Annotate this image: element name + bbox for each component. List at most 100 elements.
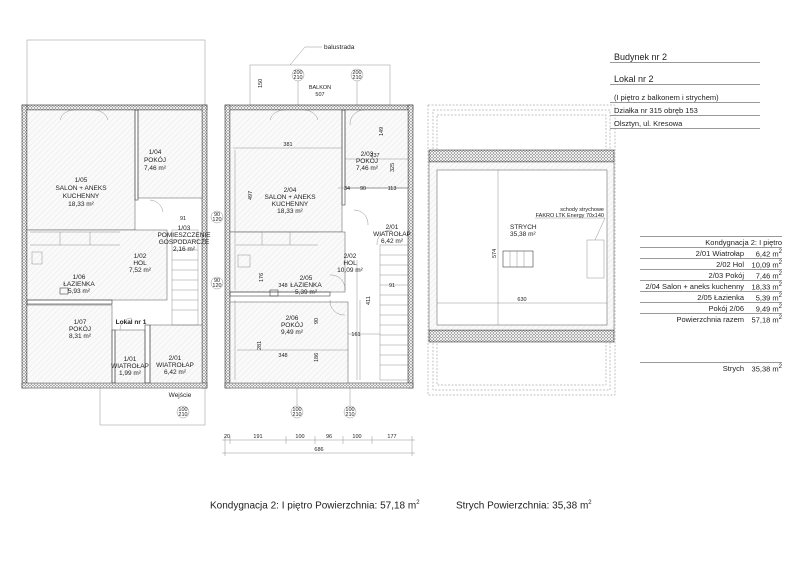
door-marker: 200 210	[291, 68, 305, 105]
room-area: 2,16 m²	[173, 246, 196, 253]
room-name: POKÓJ	[69, 324, 91, 333]
svg-text:100: 100	[292, 407, 301, 413]
room-name: SALON + ANEKS	[264, 194, 316, 201]
room-number: 1/07	[74, 319, 87, 326]
attic-plan: STRYCH 35,38 m² schody strychowe FAKRO L…	[427, 104, 616, 396]
dimension: 113	[388, 186, 397, 192]
dimension: 90	[360, 186, 366, 192]
dimension: 574	[492, 249, 498, 258]
room-area: 6,42 m²	[164, 369, 187, 376]
svg-text:210: 210	[178, 412, 187, 418]
dimension: 186	[314, 353, 320, 362]
svg-text:686: 686	[314, 447, 323, 453]
room-number: 1/01	[124, 356, 137, 363]
dimension: 161	[351, 332, 360, 338]
dimension: 281	[257, 341, 263, 350]
svg-text:90: 90	[214, 278, 220, 284]
dimension: 150	[258, 79, 264, 88]
room-name: ŁAZIENKA	[290, 282, 322, 289]
room-number: 2/01	[169, 355, 182, 362]
room-name: KUCHENNY	[63, 193, 100, 200]
room-area: 18,33 m²	[277, 208, 303, 215]
address-label: Olsztyn, ul. Kresowa	[610, 119, 760, 129]
door-marker: 200 210	[350, 68, 364, 105]
room-name: POKÓJ	[281, 320, 303, 329]
ground-floor-plan: 1/05 SALON + ANEKS KUCHENNY 18,33 m² 1/0…	[21, 39, 211, 426]
svg-text:210: 210	[345, 412, 354, 418]
table-header: Kondygnacja 2: I piętro	[640, 236, 782, 248]
window-marker: 90 120	[210, 210, 224, 224]
dimension: 630	[517, 297, 526, 303]
attic-stairs-model: FAKRO LTK Energy 70x140	[536, 213, 604, 219]
room-name: GOSPODARCZE	[159, 239, 210, 246]
room-area: 7,52 m²	[129, 267, 152, 274]
plot-label: Działka nr 315 obręb 153	[610, 106, 760, 116]
building-label: Budynek nr 2	[610, 52, 760, 63]
room-name: POKÓJ	[144, 155, 166, 164]
room-name: WIATROŁAP	[111, 363, 149, 370]
bottom-dimension-chain: 20 191 100 96 100 177 686	[222, 434, 415, 456]
svg-text:90: 90	[214, 212, 220, 218]
dimension: 91	[180, 216, 186, 222]
room-number: 1/02	[134, 253, 147, 260]
unit-description: (I piętro z balkonem i strychem)	[610, 93, 760, 103]
svg-text:177: 177	[387, 434, 396, 440]
dimension: 348	[278, 353, 287, 359]
attic-stairs-label: schody strychowe	[560, 207, 604, 213]
room-number: 2/04	[284, 187, 297, 194]
room-area: 5,39 m²	[295, 289, 318, 296]
svg-text:100: 100	[352, 434, 361, 440]
room-name: KUCHENNY	[272, 201, 309, 208]
room-name: WIATROŁAP	[373, 231, 411, 238]
room-number: 1/06	[73, 274, 86, 281]
terrace-outline	[26, 39, 206, 106]
dimension: 411	[366, 296, 372, 305]
dimension: 348	[278, 283, 287, 289]
svg-text:20: 20	[224, 434, 230, 440]
unit-label: Lokal nr 2	[610, 74, 760, 85]
svg-text:100: 100	[345, 407, 354, 413]
dimension: 91	[389, 283, 395, 289]
room-number: 2/03	[361, 151, 374, 158]
dimension: 176	[259, 273, 265, 282]
svg-text:210: 210	[292, 412, 301, 418]
room-area: 9,49 m²	[281, 329, 304, 336]
room-number: 2/01	[386, 224, 399, 231]
room-name: ŁAZIENKA	[63, 281, 95, 288]
svg-text:100: 100	[178, 407, 187, 413]
room-number: 2/06	[286, 315, 299, 322]
stairs	[379, 244, 409, 381]
room-area: 7,46 m²	[356, 165, 379, 172]
room-name: STRYCH	[510, 224, 537, 231]
dimension: 237	[370, 153, 379, 159]
room-number: 2/05	[300, 275, 313, 282]
dimension: 507	[315, 92, 324, 98]
room-name: POMIESZCZENIE	[157, 232, 211, 239]
dimension: 90	[314, 318, 320, 324]
room-area: 6,42 m²	[381, 238, 404, 245]
svg-text:100: 100	[295, 434, 304, 440]
balustrade-label: balustrada	[324, 44, 355, 51]
room-number: 1/04	[149, 149, 162, 156]
svg-text:210: 210	[293, 75, 302, 81]
room-name: HOL	[343, 260, 357, 267]
svg-text:120: 120	[212, 217, 221, 223]
dimension: 149	[379, 127, 385, 136]
room-name: POKÓJ	[356, 156, 378, 165]
door-marker: 100 210	[176, 405, 190, 419]
room-area: 10,09 m²	[337, 267, 363, 274]
attic-area-caption: Strych Powierzchnia: 35,38 m2	[456, 500, 592, 512]
floor-area-caption: Kondygnacja 2: I piętro Powierzchnia: 57…	[210, 500, 420, 512]
room-number: 2/02	[344, 253, 357, 260]
entrance-label: Wejście	[169, 392, 192, 399]
room-area: 18,33 m²	[68, 201, 94, 208]
dimension: 497	[248, 191, 254, 200]
